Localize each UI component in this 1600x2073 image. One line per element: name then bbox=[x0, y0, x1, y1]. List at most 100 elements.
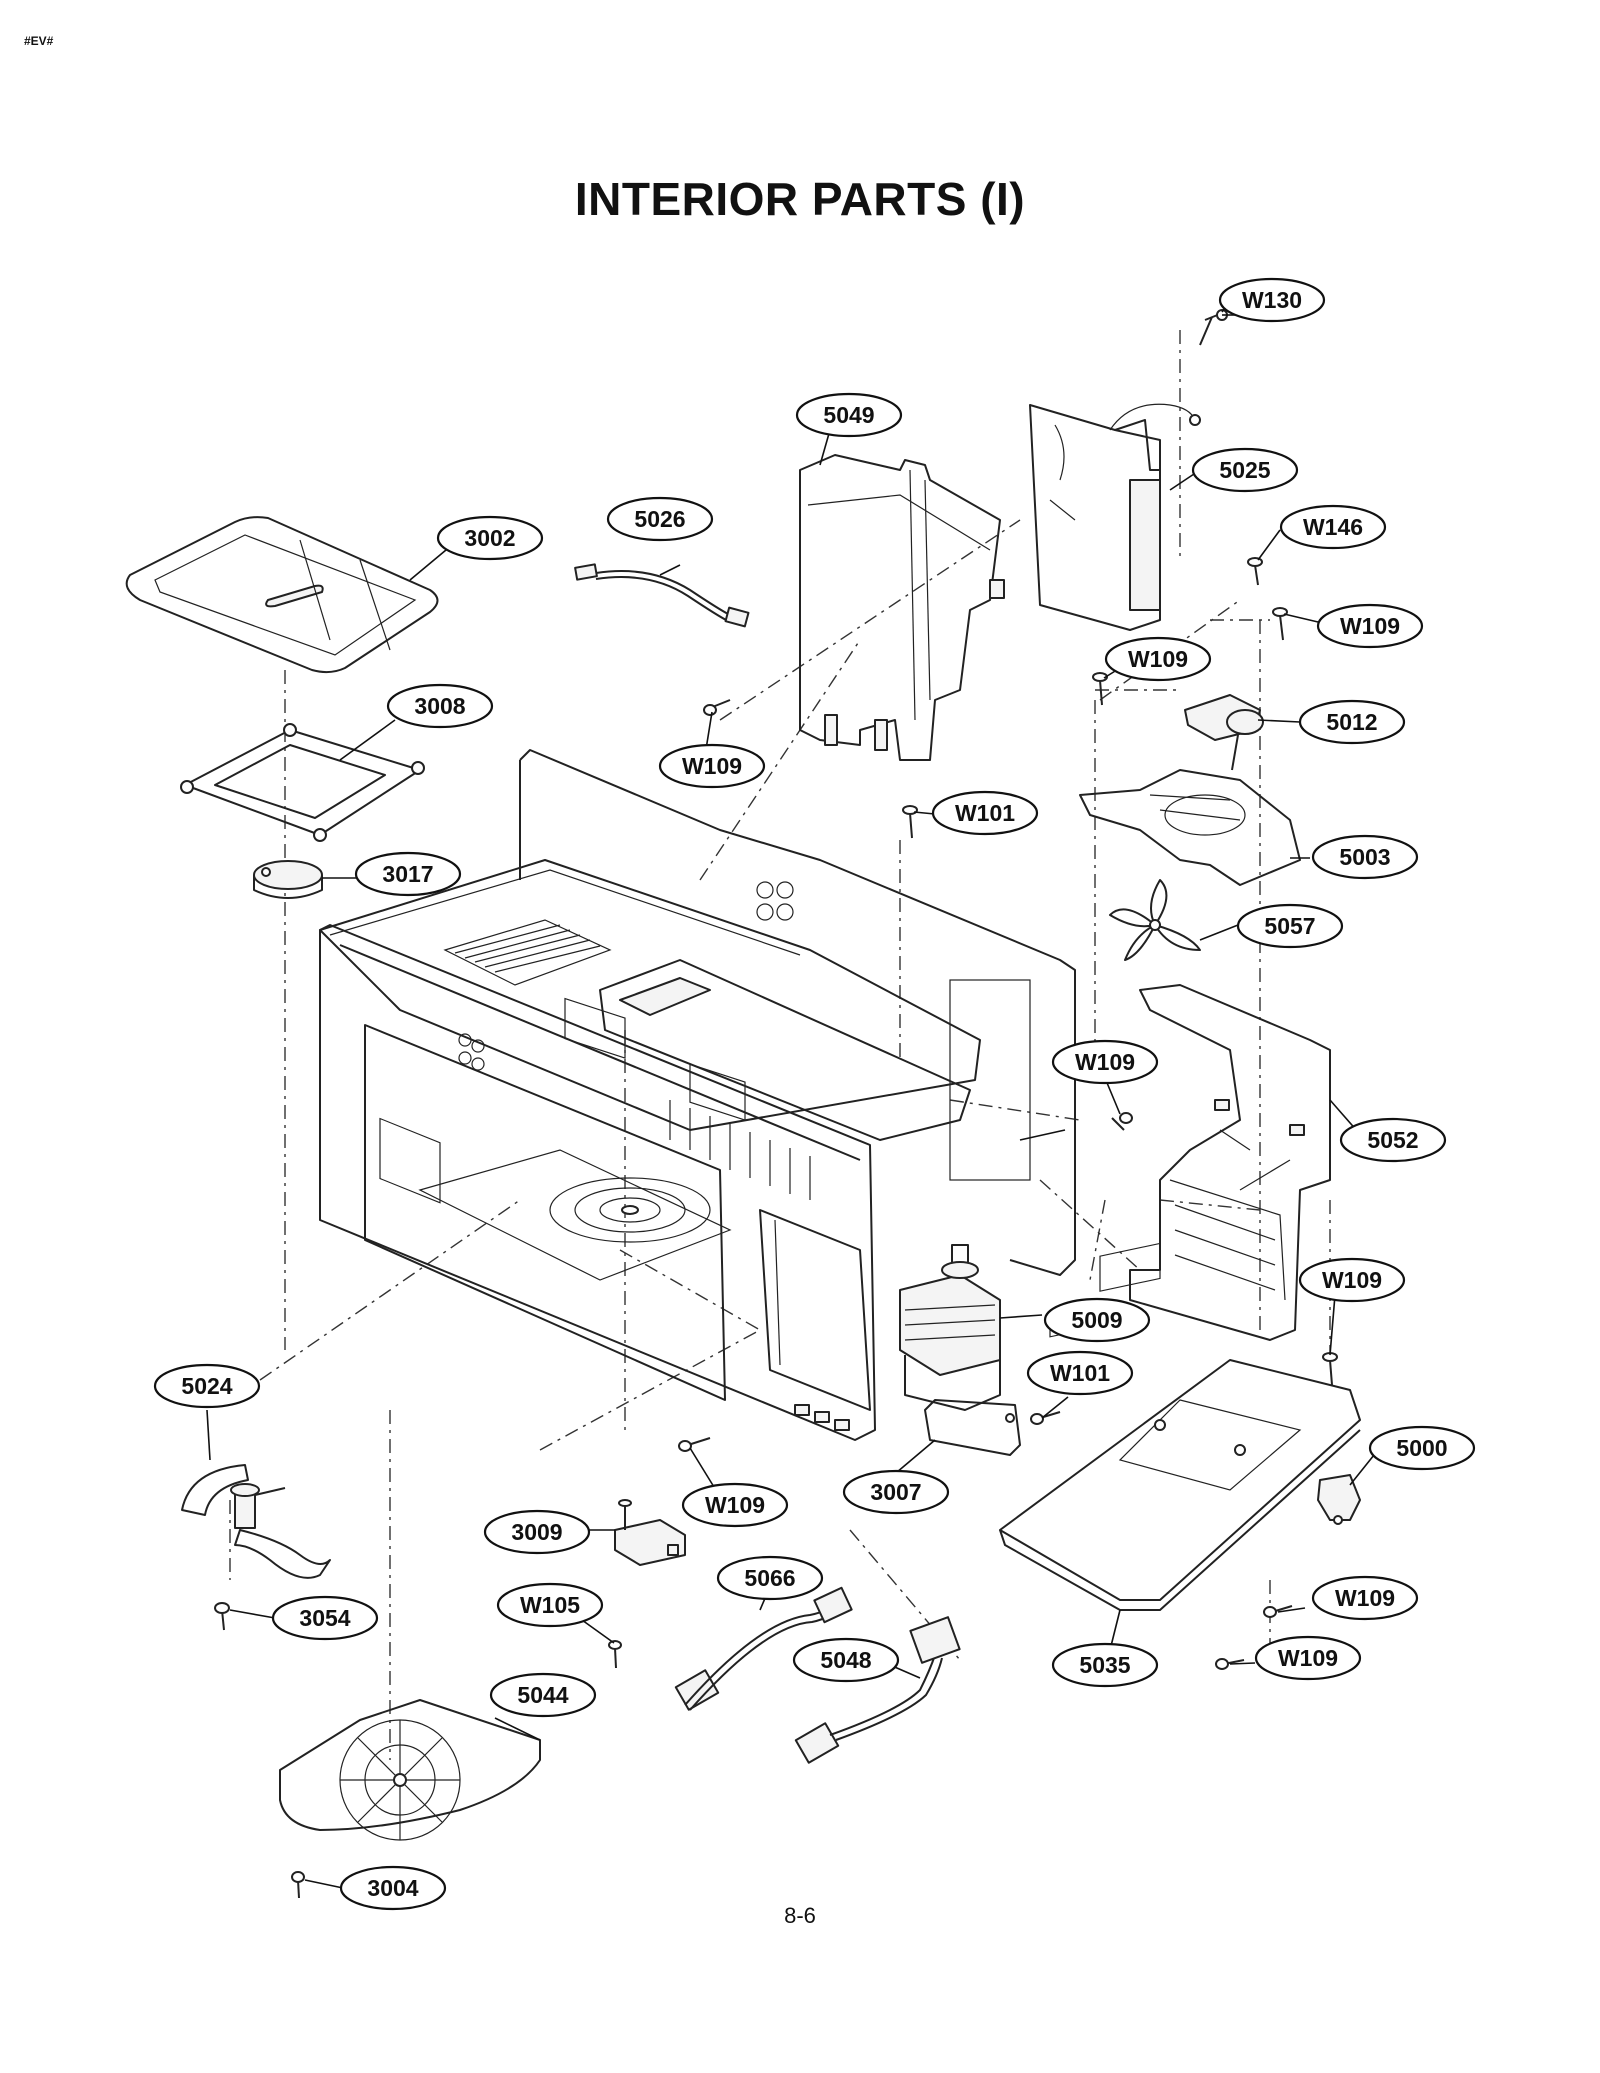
screw-w109-center-part bbox=[678, 1437, 711, 1452]
callout-label: 5035 bbox=[1079, 1652, 1130, 1678]
callout-3017: 3017 bbox=[354, 851, 462, 897]
callout-label: 5025 bbox=[1219, 457, 1270, 483]
callout-w105: W105 bbox=[496, 1582, 604, 1628]
callout-5024: 5024 bbox=[153, 1363, 261, 1409]
callout-3007: 3007 bbox=[842, 1469, 950, 1515]
screw-w109-left-part bbox=[703, 699, 731, 716]
assembly-guide-lines bbox=[229, 330, 1331, 1760]
terminal-5000-part bbox=[1317, 1474, 1361, 1525]
fan-housing-5003-part bbox=[1079, 769, 1301, 886]
callout-label: 5044 bbox=[517, 1682, 568, 1708]
callout-label: W146 bbox=[1303, 514, 1363, 540]
page-title: INTERIOR PARTS (I) bbox=[574, 173, 1026, 225]
callout-5025: 5025 bbox=[1191, 447, 1299, 493]
callout-w109-a: W109 bbox=[1316, 603, 1424, 649]
callout-label: 5052 bbox=[1367, 1127, 1418, 1153]
circuit-board-5025-part bbox=[1029, 403, 1201, 631]
callout-label: 3009 bbox=[511, 1519, 562, 1545]
callout-label: 5000 bbox=[1396, 1435, 1447, 1461]
screw-w101-lower-part bbox=[1030, 1411, 1061, 1425]
callout-w109-f: W109 bbox=[681, 1482, 789, 1528]
screw-w105-part bbox=[608, 1640, 622, 1669]
callout-w109-h: W109 bbox=[1254, 1635, 1362, 1681]
screw-w109-base-right-part bbox=[1322, 1352, 1338, 1386]
callout-w109-e: W109 bbox=[1298, 1257, 1406, 1303]
callout-w109-b: W109 bbox=[1104, 636, 1212, 682]
callout-label: 5024 bbox=[181, 1373, 232, 1399]
callout-label: W130 bbox=[1242, 287, 1302, 313]
fan-blade-5057-part bbox=[1109, 879, 1201, 961]
callout-label: 3007 bbox=[870, 1479, 921, 1505]
callout-label: 5026 bbox=[634, 506, 685, 532]
callout-label: W109 bbox=[1128, 646, 1188, 672]
glass-tray-part bbox=[125, 516, 439, 674]
coupler-part bbox=[253, 860, 323, 899]
screw-3054-part bbox=[214, 1602, 230, 1631]
screw-w101-upper-part bbox=[902, 805, 918, 839]
mounting-bracket-5049-part bbox=[799, 454, 1005, 761]
callout-label: 5048 bbox=[820, 1647, 871, 1673]
callout-w130: W130 bbox=[1218, 277, 1326, 323]
document-code: #EV# bbox=[24, 34, 54, 48]
callout-label: 5012 bbox=[1326, 709, 1377, 735]
wire-harness-5066-part bbox=[674, 1586, 853, 1711]
callout-3002: 3002 bbox=[436, 515, 544, 561]
callout-w109-d: W109 bbox=[1051, 1039, 1159, 1085]
callout-5052: 5052 bbox=[1339, 1117, 1447, 1163]
page-number: 8-6 bbox=[784, 1903, 816, 1928]
callout-label: 5066 bbox=[744, 1565, 795, 1591]
callout-5012: 5012 bbox=[1298, 699, 1406, 745]
callout-w101-b: W101 bbox=[1026, 1350, 1134, 1396]
callout-label: W109 bbox=[1335, 1585, 1395, 1611]
wire-harness-5048-part bbox=[794, 1616, 961, 1764]
screw-w109-duct-part bbox=[1111, 1112, 1133, 1131]
callout-label: 3017 bbox=[382, 861, 433, 887]
callout-label: W101 bbox=[1050, 1360, 1110, 1386]
stirrer-5024-part bbox=[181, 1464, 331, 1579]
callout-5048: 5048 bbox=[792, 1637, 900, 1683]
callout-label: W109 bbox=[1322, 1267, 1382, 1293]
callout-5026: 5026 bbox=[606, 496, 714, 542]
callout-label: W101 bbox=[955, 800, 1015, 826]
callout-label: W109 bbox=[1075, 1049, 1135, 1075]
callout-label: 5009 bbox=[1071, 1307, 1122, 1333]
callout-label: W109 bbox=[705, 1492, 765, 1518]
callout-label: W105 bbox=[520, 1592, 580, 1618]
callout-label: W109 bbox=[682, 753, 742, 779]
stirrer-cover-5044-part bbox=[279, 1699, 541, 1841]
screw-3004-part bbox=[291, 1871, 305, 1899]
fan-motor-5012-part bbox=[1184, 694, 1264, 771]
oven-cavity-part bbox=[319, 749, 1076, 1441]
callout-w109-g: W109 bbox=[1311, 1575, 1419, 1621]
callout-5035: 5035 bbox=[1051, 1642, 1159, 1688]
magnetron-5009-part bbox=[899, 1244, 1001, 1411]
callout-3009: 3009 bbox=[483, 1509, 591, 1555]
callout-3054: 3054 bbox=[271, 1595, 379, 1641]
turntable-motor-3009-part bbox=[614, 1499, 686, 1566]
base-plate-5035-part bbox=[999, 1242, 1361, 1611]
callout-label: 5003 bbox=[1339, 844, 1390, 870]
bracket-3007-part bbox=[924, 1399, 1021, 1456]
callout-5009: 5009 bbox=[1043, 1297, 1151, 1343]
air-duct-5052-part bbox=[1129, 984, 1331, 1341]
wire-harness-5026-part bbox=[574, 563, 750, 628]
callout-5044: 5044 bbox=[489, 1672, 597, 1718]
screw-w109-right-part bbox=[1272, 607, 1288, 641]
screw-w109-lower-b-part bbox=[1215, 1658, 1245, 1670]
callout-3008: 3008 bbox=[386, 683, 494, 729]
callout-w109-c: W109 bbox=[658, 743, 766, 789]
screw-w146-part bbox=[1247, 557, 1263, 586]
roller-ring-part bbox=[180, 723, 425, 842]
callout-3004: 3004 bbox=[339, 1865, 447, 1911]
callout-label: 3054 bbox=[299, 1605, 350, 1631]
callout-label: W109 bbox=[1340, 613, 1400, 639]
callout-leaders bbox=[206, 289, 1379, 1889]
callout-5057: 5057 bbox=[1236, 903, 1344, 949]
callout-label: 5057 bbox=[1264, 913, 1315, 939]
callout-5000: 5000 bbox=[1368, 1425, 1476, 1471]
callout-5066: 5066 bbox=[716, 1555, 824, 1601]
callout-w101-a: W101 bbox=[931, 790, 1039, 836]
callout-label: 3008 bbox=[414, 693, 465, 719]
callout-label: 3004 bbox=[367, 1875, 418, 1901]
